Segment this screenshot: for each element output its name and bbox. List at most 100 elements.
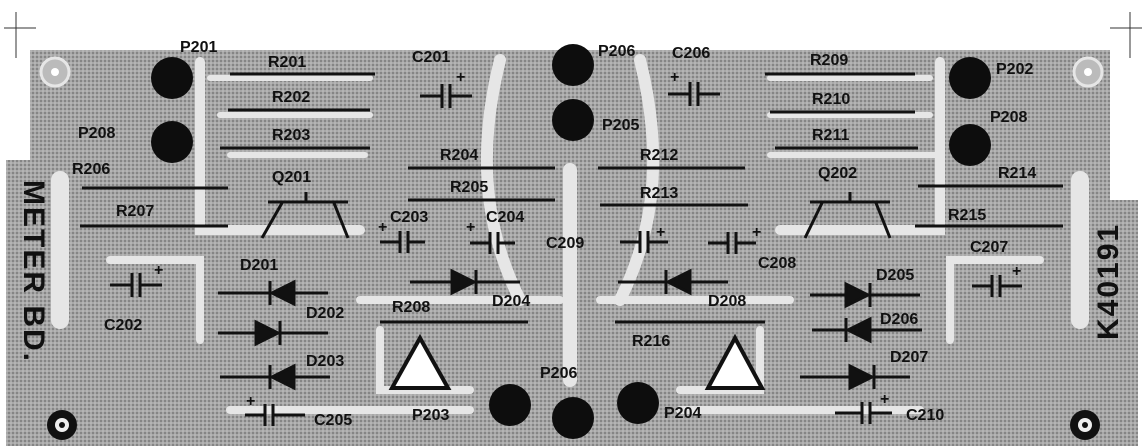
label-r203: R203 bbox=[272, 127, 310, 144]
label-r207: R207 bbox=[116, 203, 154, 220]
label-c205: C205 bbox=[314, 412, 352, 429]
capacitor-labels: C201 C206 C202 C203 C204 C209 C208 C207 … bbox=[104, 45, 1008, 429]
pad-p203 bbox=[489, 384, 531, 426]
capacitor-c210 bbox=[835, 402, 892, 424]
label-r210: R210 bbox=[812, 91, 850, 108]
label-r215: R215 bbox=[948, 207, 986, 224]
label-p206-top: P206 bbox=[598, 43, 635, 60]
label-r209: R209 bbox=[810, 52, 848, 69]
label-c202: C202 bbox=[104, 317, 142, 334]
label-c210: C210 bbox=[906, 407, 944, 424]
polarity-mark: + bbox=[466, 219, 475, 236]
pad-p201 bbox=[151, 57, 193, 99]
capacitor-c204 bbox=[470, 232, 515, 254]
label-c207: C207 bbox=[970, 239, 1008, 256]
label-d201: D201 bbox=[240, 257, 278, 274]
label-p203: P203 bbox=[412, 407, 449, 424]
label-c209: C209 bbox=[546, 235, 584, 252]
diode-d207 bbox=[800, 363, 910, 391]
diode-d208 bbox=[618, 268, 728, 296]
polarity-mark: + bbox=[656, 224, 665, 241]
capacitor-c207 bbox=[972, 275, 1022, 297]
label-r204: R204 bbox=[440, 147, 478, 164]
capacitor-c206 bbox=[668, 82, 720, 106]
label-r201: R201 bbox=[268, 54, 306, 71]
resistor-labels: R201 R202 R203 R206 R207 R204 R205 R208 … bbox=[72, 52, 1036, 350]
diode-d203 bbox=[220, 363, 330, 391]
board-title-left: METER BD. bbox=[17, 180, 50, 363]
label-c201: C201 bbox=[412, 49, 450, 66]
pad-p208-right bbox=[949, 124, 991, 166]
diode-labels: D201 D202 D203 D204 D208 D205 D206 D207 bbox=[240, 257, 928, 370]
label-r212: R212 bbox=[640, 147, 678, 164]
label-q202: Q202 bbox=[818, 165, 857, 182]
pad-p205 bbox=[552, 99, 594, 141]
label-r214: R214 bbox=[998, 165, 1036, 182]
capacitor-c208 bbox=[708, 232, 756, 254]
mounting-hole-bottom-right bbox=[1070, 410, 1100, 440]
resistor-lines bbox=[80, 72, 1063, 324]
mounting-hole-top-left bbox=[39, 56, 71, 88]
capacitor-c203 bbox=[380, 231, 425, 253]
capacitor-c201 bbox=[420, 84, 472, 108]
diode-symbols bbox=[218, 268, 922, 391]
mounting-hole-bottom-left bbox=[47, 410, 77, 440]
diode-d201 bbox=[218, 279, 328, 307]
label-r202: R202 bbox=[272, 89, 310, 106]
polarity-mark: + bbox=[670, 69, 679, 86]
label-c203: C203 bbox=[390, 209, 428, 226]
label-d205: D205 bbox=[876, 267, 914, 284]
transistor-q201 bbox=[260, 192, 350, 239]
label-p202: P202 bbox=[996, 61, 1033, 78]
triangle-marker-left bbox=[388, 333, 452, 390]
label-r213: R213 bbox=[640, 185, 678, 202]
pad-p206-bottom bbox=[552, 397, 594, 439]
diode-d204 bbox=[410, 268, 520, 296]
polarity-mark: + bbox=[1012, 263, 1021, 280]
label-d208: D208 bbox=[708, 293, 746, 310]
diode-d202 bbox=[218, 319, 328, 347]
label-c206: C206 bbox=[672, 45, 710, 62]
pad-p202 bbox=[949, 57, 991, 99]
label-r206: R206 bbox=[72, 161, 110, 178]
label-p208-right: P208 bbox=[990, 109, 1027, 126]
polarity-mark: + bbox=[752, 224, 761, 241]
registration-mark-left bbox=[4, 12, 36, 58]
diode-d206 bbox=[812, 316, 922, 344]
polarity-mark: + bbox=[378, 219, 387, 236]
label-p208-left: P208 bbox=[78, 125, 115, 142]
capacitor-symbols bbox=[110, 82, 1022, 426]
pad-p208-left bbox=[151, 121, 193, 163]
registration-mark-right bbox=[1110, 12, 1142, 58]
label-r216: R216 bbox=[632, 333, 670, 350]
transistor-q202 bbox=[803, 192, 892, 239]
label-d203: D203 bbox=[306, 353, 344, 370]
polarity-mark: + bbox=[246, 393, 255, 410]
label-d202: D202 bbox=[306, 305, 344, 322]
label-c204: C204 bbox=[486, 209, 524, 226]
capacitor-c205 bbox=[245, 404, 305, 426]
label-d204: D204 bbox=[492, 293, 530, 310]
label-p204: P204 bbox=[664, 405, 701, 422]
label-p201: P201 bbox=[180, 39, 217, 56]
pad-p206-top bbox=[552, 44, 594, 86]
board-title-right: K40191 bbox=[1092, 223, 1125, 340]
capacitor-c202 bbox=[110, 273, 162, 297]
mounting-hole-top-right bbox=[1072, 56, 1104, 88]
label-r211: R211 bbox=[812, 127, 849, 144]
label-r205: R205 bbox=[450, 179, 488, 196]
label-p206-bottom: P206 bbox=[540, 365, 577, 382]
label-d206: D206 bbox=[880, 311, 918, 328]
label-c208: C208 bbox=[758, 255, 796, 272]
pad-p204 bbox=[617, 382, 659, 424]
label-r208: R208 bbox=[392, 299, 430, 316]
pad-labels: P201 P208 P206 P205 P202 P208 P203 P206 … bbox=[78, 39, 1033, 424]
label-p205: P205 bbox=[602, 117, 639, 134]
trace-pattern bbox=[51, 54, 1089, 414]
connection-pads bbox=[151, 44, 991, 439]
label-d207: D207 bbox=[890, 349, 928, 366]
polarity-mark: + bbox=[880, 391, 889, 408]
polarity-mark: + bbox=[154, 262, 163, 279]
polarity-mark: + bbox=[456, 69, 465, 86]
